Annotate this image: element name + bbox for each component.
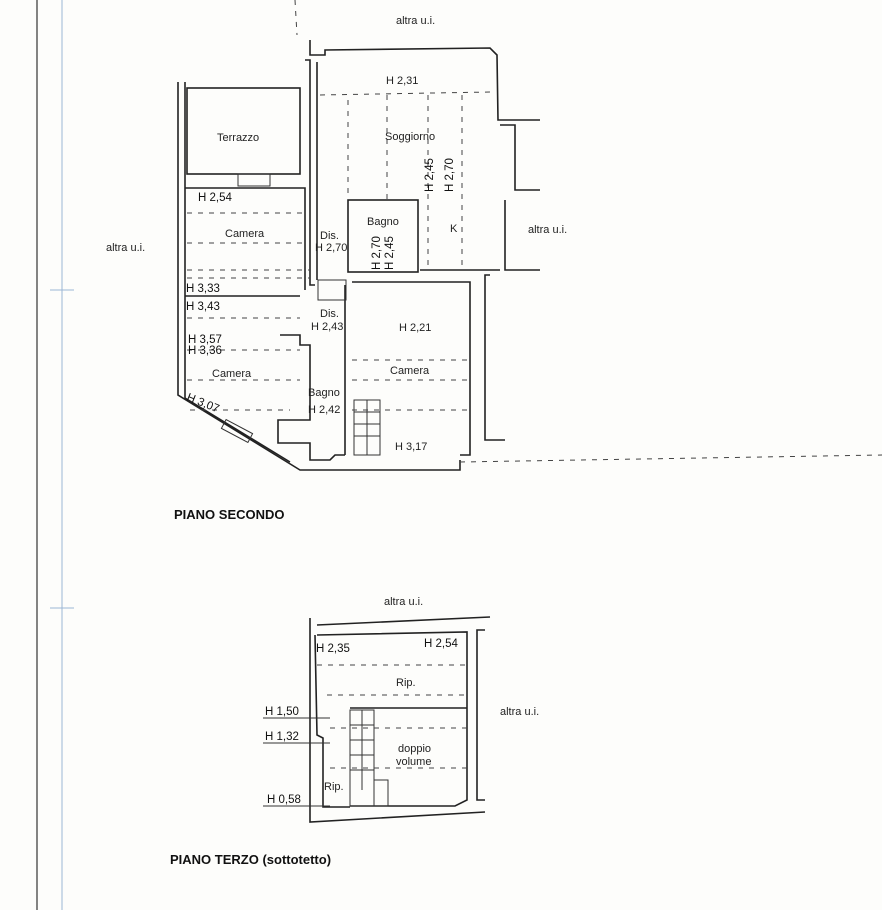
- boundary-dashed: [294, 0, 298, 36]
- piano-secondo-plan: H 2,31 Soggiorno H 2,45 H 2,70 Terrazzo …: [174, 40, 882, 522]
- height-label: H 2,70: [315, 242, 347, 254]
- floor-title: PIANO TERZO (sottotetto): [170, 852, 331, 867]
- piano-terzo-plan: H 2,35 H 2,54 Rip. H 1,50 H 1,32 doppio …: [170, 616, 491, 867]
- height-label: H 2,43: [311, 321, 343, 333]
- neighbor-label: altra u.i.: [500, 706, 539, 718]
- height-label: H 2,54: [424, 638, 458, 650]
- neighbor-label: altra u.i.: [396, 15, 435, 27]
- height-label: H 0,58: [267, 794, 301, 806]
- neighbor-label: altra u.i.: [384, 596, 423, 608]
- height-label: H 2,70: [371, 236, 383, 270]
- room-label-doppio-volume: doppio: [398, 743, 431, 755]
- height-label: H 2,35: [316, 643, 350, 655]
- height-label: H 2,31: [386, 75, 418, 87]
- height-label: H 2,45: [384, 236, 396, 270]
- room-label-bagno: Bagno: [308, 387, 340, 399]
- room-label-rip: Rip.: [396, 677, 416, 689]
- height-label: H 3,17: [395, 441, 427, 453]
- room-label-rip: Rip.: [324, 781, 344, 793]
- height-label: H 3,43: [186, 301, 220, 313]
- room-label-camera: Camera: [390, 365, 430, 377]
- height-label: H 2,54: [198, 192, 232, 204]
- height-label: H 1,50: [265, 706, 299, 718]
- height-label: H 3,57: [188, 334, 222, 346]
- room-label-camera: Camera: [212, 368, 252, 380]
- room-label-terrazzo: Terrazzo: [217, 132, 259, 144]
- height-label: H 3,36: [188, 345, 222, 357]
- height-label: H 3,07: [185, 392, 221, 416]
- room-label-kitchen: K: [450, 223, 458, 235]
- height-label: H 2,45: [424, 158, 436, 192]
- room-label-soggiorno: Soggiorno: [385, 131, 435, 143]
- room-label-camera: Camera: [225, 228, 265, 240]
- neighbor-label: altra u.i.: [528, 224, 567, 236]
- height-label: H 2,70: [444, 158, 456, 192]
- height-label: H 2,42: [308, 404, 340, 416]
- height-label: H 2,21: [399, 322, 431, 334]
- floor-title: PIANO SECONDO: [174, 507, 285, 522]
- neighbor-label: altra u.i.: [106, 242, 145, 254]
- room-label-bagno: Bagno: [367, 216, 399, 228]
- room-label-dis: Dis.: [320, 230, 339, 242]
- height-label: H 3,33: [186, 283, 220, 295]
- height-label: H 1,32: [265, 731, 299, 743]
- room-label-doppio-volume: volume: [396, 756, 431, 768]
- room-label-dis: Dis.: [320, 308, 339, 320]
